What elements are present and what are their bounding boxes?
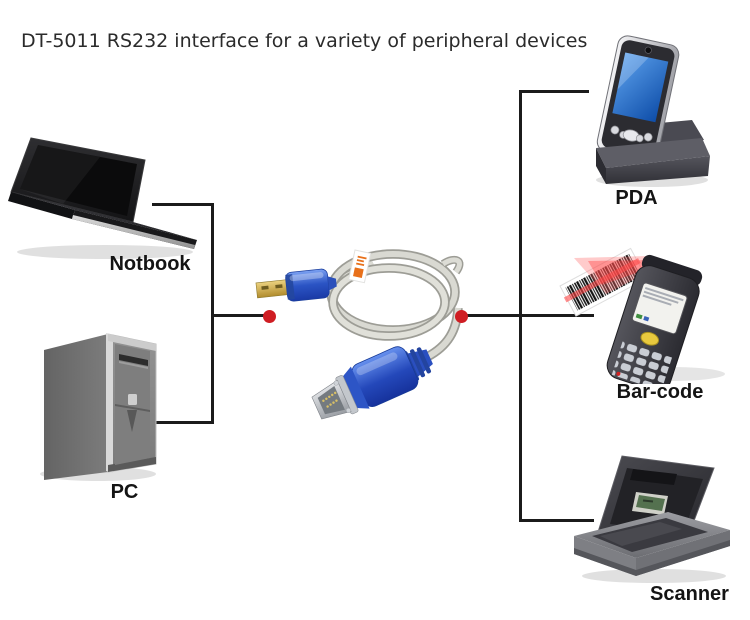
connector-line-pda (519, 90, 589, 93)
connector-line-scanner (519, 519, 594, 522)
pda-icon (596, 35, 710, 187)
barcode-tag (559, 247, 648, 317)
pc-image (36, 330, 168, 482)
junction-dot-left (263, 310, 276, 323)
usb-rs232-cable-icon (255, 249, 464, 420)
barcode-device (606, 254, 703, 384)
connector-line-notebook (152, 203, 214, 206)
notebook-image (5, 136, 205, 261)
cable-label-tag (348, 249, 372, 284)
connector-line-right-middle (461, 314, 594, 317)
barcode-image (548, 228, 740, 384)
pda-cradle (596, 138, 710, 168)
scanner-label: Scanner (650, 583, 729, 605)
pda-device (596, 35, 680, 161)
pc-label: PC (110, 481, 139, 503)
barcode-scanner-icon (559, 247, 725, 384)
usb-rs232-cable-image (243, 230, 478, 425)
connector-line-left-vertical (211, 203, 214, 424)
pda-image (590, 28, 718, 190)
desktop-tower-icon (40, 333, 157, 481)
flatbed-scanner-icon (574, 455, 730, 583)
connector-line-left-middle (211, 314, 266, 317)
coiled-cable (326, 249, 464, 362)
laser-beam (574, 256, 652, 294)
connector-line-right-vertical (519, 90, 522, 522)
barcode-label: Bar-code (616, 381, 704, 403)
diagram-title: DT-5011 RS232 interface for a variety of… (21, 30, 588, 52)
notebook-label: Notbook (109, 253, 191, 275)
db9-connector (311, 346, 433, 420)
junction-dot-right (455, 310, 468, 323)
usb-connector (255, 268, 337, 302)
scanner-image (570, 448, 738, 584)
laptop-icon (8, 137, 197, 259)
connector-line-pc (145, 421, 214, 424)
pda-label: PDA (615, 187, 658, 209)
